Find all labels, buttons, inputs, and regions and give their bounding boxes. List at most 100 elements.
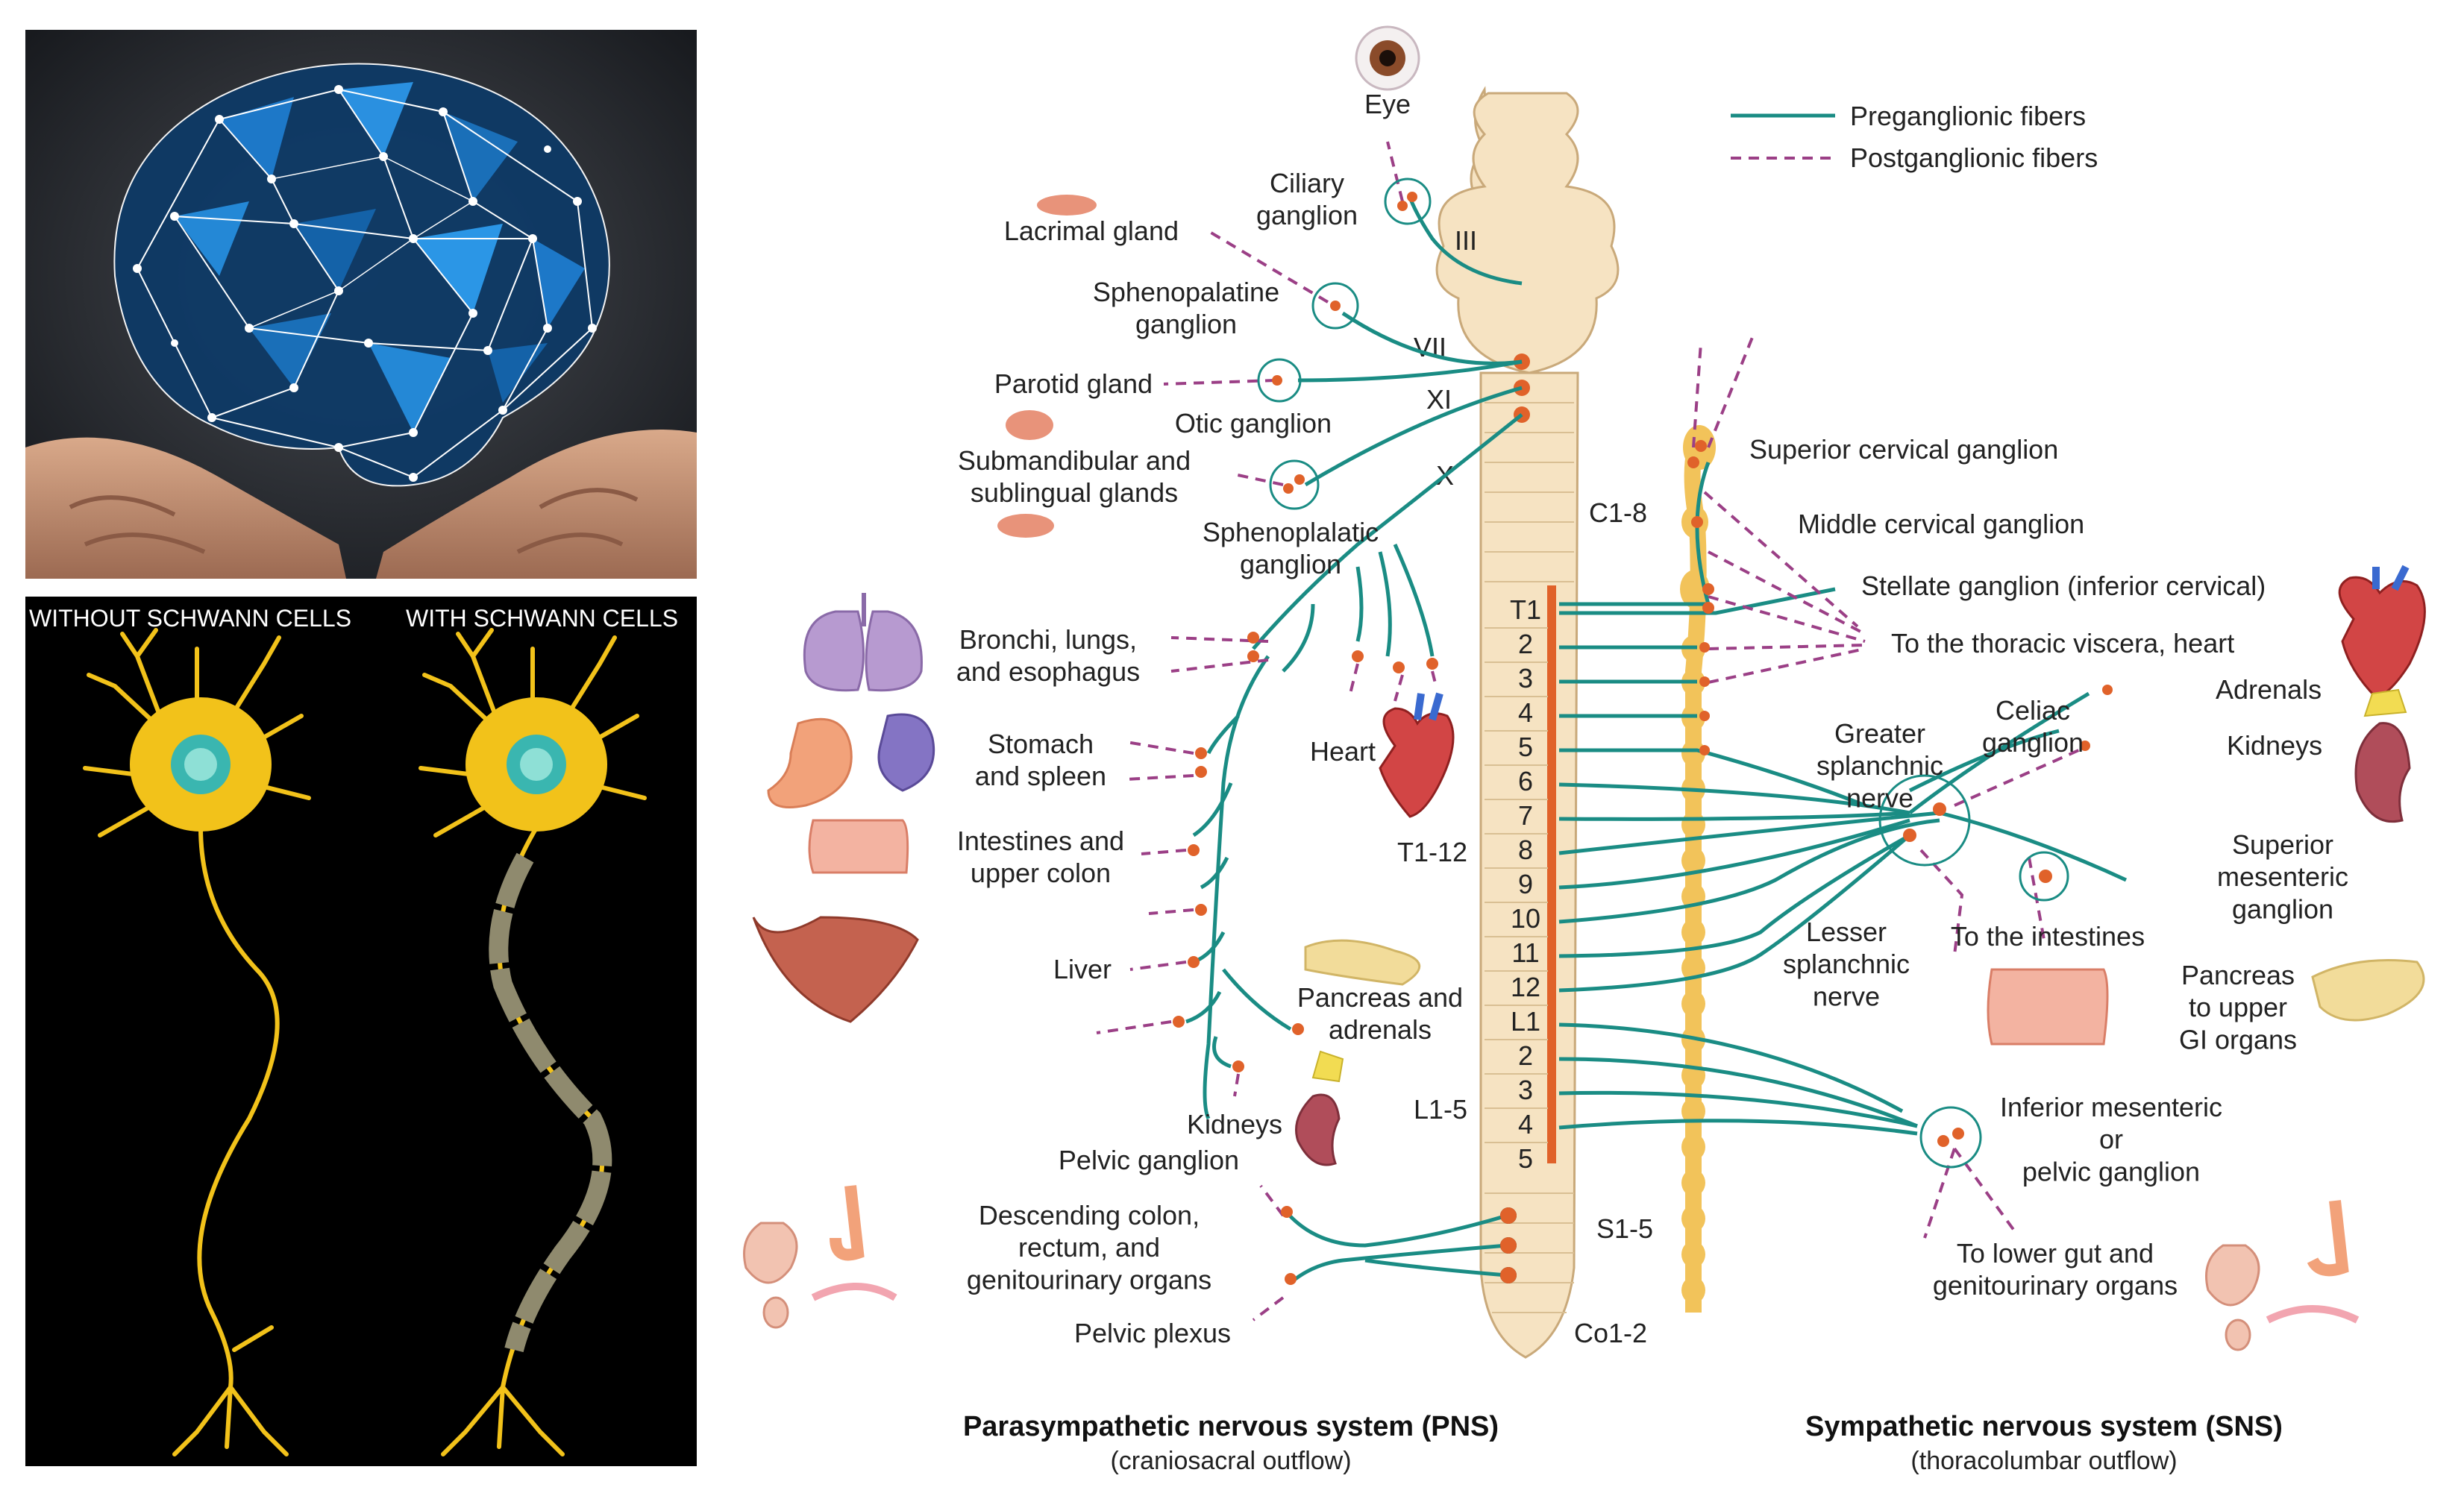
pns-post-fibers xyxy=(1096,141,1438,1321)
heart-icon-sns xyxy=(2338,565,2426,699)
brainstem xyxy=(1435,92,1620,374)
lacrimal-gland-icon xyxy=(1037,195,1097,216)
with-schwann-title: WITH SCHWANN CELLS xyxy=(406,605,678,632)
label-liver: Liver xyxy=(1053,954,1112,984)
seg-t1: T1 xyxy=(1510,594,1541,625)
kidney-icon-pns xyxy=(1295,1093,1341,1166)
seg-t5: 5 xyxy=(1518,732,1533,762)
label-c1-8: C1-8 xyxy=(1589,497,1647,528)
pancreas-icon-sns xyxy=(2311,959,2425,1022)
label-otic-ganglion: Otic ganglion xyxy=(1175,408,1332,439)
label-middle-cervical: Middle cervical ganglion xyxy=(1798,509,2084,539)
liver-icon xyxy=(752,916,919,1023)
label-bronchi: Bronchi, lungs,and esophagus xyxy=(956,624,1140,687)
label-nerve-xi: XI xyxy=(1426,384,1452,415)
seg-t3: 3 xyxy=(1518,663,1533,694)
autonomic-nervous-system-diagram: Preganglionic fibers Postganglionic fibe… xyxy=(743,25,2426,1475)
stomach-icon xyxy=(767,717,853,808)
label-pelvic-plexus: Pelvic plexus xyxy=(1074,1318,1231,1348)
label-thoracic-viscera: To the thoracic viscera, heart xyxy=(1891,628,2234,659)
sns-title: Sympathetic nervous system (SNS) xyxy=(1805,1411,2283,1442)
label-s1-5: S1-5 xyxy=(1596,1213,1653,1244)
legend-postganglionic: Postganglionic fibers xyxy=(1850,142,2098,173)
pns-organs xyxy=(743,195,1455,1329)
bladder-uterus-icon-sns xyxy=(2205,1200,2360,1351)
pns-subtitle: (craniosacral outflow) xyxy=(1110,1447,1351,1475)
heart-icon-pns xyxy=(1379,692,1455,818)
label-stellate: Stellate ganglion (inferior cervical) xyxy=(1861,571,2266,601)
label-t1-12: T1-12 xyxy=(1397,837,1467,867)
cord-body xyxy=(1479,371,1579,1359)
parotid-gland-icon xyxy=(1006,410,1053,440)
seg-t10: 10 xyxy=(1511,903,1540,934)
schwann-cell-comparison: WITHOUT SCHWANN CELLS WITH SCHWANN CELLS xyxy=(25,597,697,1466)
sns-labels: Superior cervical ganglion Middle cervic… xyxy=(1749,434,2348,1301)
left-hand xyxy=(25,437,346,579)
label-l1-5: L1-5 xyxy=(1414,1094,1467,1125)
label-kidneys-pns: Kidneys xyxy=(1187,1109,1282,1140)
intestines-icon-sns xyxy=(1987,968,2109,1046)
seg-l4: 4 xyxy=(1518,1109,1533,1140)
eye-icon xyxy=(1355,25,1420,91)
pancreas-icon-pns xyxy=(1304,939,1420,986)
label-superior-cervical: Superior cervical ganglion xyxy=(1749,434,2058,465)
bladder-uterus-icon-pns xyxy=(743,1185,897,1329)
label-to-intestines: To the intestines xyxy=(1951,921,2145,952)
seg-t12: 12 xyxy=(1511,972,1540,1002)
seg-t7: 7 xyxy=(1518,800,1533,831)
sns-ganglia xyxy=(1687,440,2113,1169)
brain-mesh xyxy=(113,63,610,487)
kidney-icon-sns xyxy=(2354,722,2411,823)
label-pelvic-ganglion: Pelvic ganglion xyxy=(1059,1145,1239,1175)
adrenal-icon-sns xyxy=(2363,688,2407,717)
seg-t2: 2 xyxy=(1518,629,1533,659)
neuron-illustration: WITHOUT SCHWANN CELLS WITH SCHWANN CELLS xyxy=(29,605,678,1456)
brain-network-photo xyxy=(25,30,697,579)
seg-l1: L1 xyxy=(1511,1006,1540,1037)
without-schwann-title: WITHOUT SCHWANN CELLS xyxy=(29,605,351,632)
sns-organs xyxy=(1987,565,2426,1351)
label-co1-2: Co1-2 xyxy=(1574,1318,1647,1348)
legend-preganglionic: Preganglionic fibers xyxy=(1850,101,2086,131)
neuron-without-schwann xyxy=(83,628,311,1456)
seg-t4: 4 xyxy=(1518,697,1533,728)
brain-network-illustration xyxy=(25,30,697,579)
label-parotid-gland: Parotid gland xyxy=(994,368,1153,399)
spleen-icon xyxy=(877,713,935,792)
legend: Preganglionic fibers Postganglionic fibe… xyxy=(1731,101,2098,173)
myelin-sheath xyxy=(489,852,612,1353)
seg-l2: 2 xyxy=(1518,1040,1533,1071)
seg-t6: 6 xyxy=(1518,766,1533,796)
label-adrenals: Adrenals xyxy=(2216,674,2322,705)
label-kidneys-sns: Kidneys xyxy=(2227,730,2322,761)
seg-t8: 8 xyxy=(1518,835,1533,865)
label-lacrimal-gland: Lacrimal gland xyxy=(1004,216,1179,246)
seg-l5: 5 xyxy=(1518,1143,1533,1174)
pns-title: Parasympathetic nervous system (PNS) xyxy=(963,1411,1499,1442)
spinal-cord xyxy=(1435,86,1620,1359)
label-eye: Eye xyxy=(1364,89,1411,119)
sns-fibers xyxy=(1558,462,2128,1136)
label-heart: Heart xyxy=(1310,736,1376,767)
adrenal-icon-pns xyxy=(1311,1050,1344,1083)
label-nerve-iii: III xyxy=(1455,225,1477,256)
segment-labels: T1 2 3 4 5 6 7 8 9 10 11 12 L1 2 3 4 5 xyxy=(1510,594,1541,1174)
seg-t11: 11 xyxy=(1511,937,1539,968)
lungs-icon xyxy=(803,593,923,692)
seg-t9: 9 xyxy=(1518,869,1533,899)
